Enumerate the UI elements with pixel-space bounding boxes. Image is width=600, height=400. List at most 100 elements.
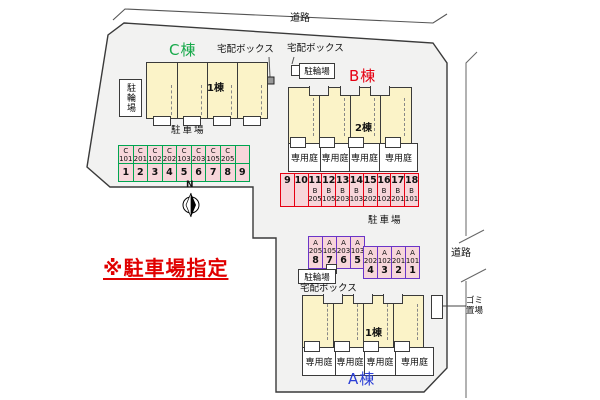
stall-letter: A [355, 238, 360, 247]
entrance-porch [394, 341, 410, 352]
stall-letter: B [395, 187, 401, 195]
stall-unit: 201 [391, 195, 405, 203]
stall-letter: C [152, 146, 158, 155]
unit-divider [350, 88, 351, 144]
stair-icon [231, 85, 232, 115]
stall-number-text: 13 [335, 175, 349, 186]
stair-icon [261, 85, 262, 115]
bike-parking-b-label: 駐輪場 [304, 67, 330, 77]
bike-parking-a-label: 駐輪場 [304, 272, 330, 283]
stall-letter: A [410, 248, 415, 257]
private-garden: 専用庭 [320, 144, 349, 171]
stair-icon [357, 304, 358, 340]
stall-unit: 205 [308, 195, 322, 203]
building-c-title: C棟 [169, 41, 197, 59]
stall-letter: B [326, 187, 332, 195]
stall-letter: C [225, 146, 231, 155]
stall-unit: 102 [377, 195, 391, 203]
stall-number: 3 [147, 164, 162, 181]
private-garden: 専用庭 [290, 154, 318, 164]
trash-area-label: ゴミ 置場 [466, 296, 483, 316]
trash-box [431, 295, 443, 319]
stall-number-text: 6 [195, 166, 202, 178]
entrance-porch [213, 116, 231, 126]
unit-divider [177, 63, 178, 118]
entrance-notch [309, 86, 329, 96]
stall-unit: 103 [349, 195, 363, 203]
bike-parking-c: 駐輪場 [119, 79, 142, 117]
stall-unit: 105 [206, 154, 220, 163]
road-label-right: 道路 [451, 248, 471, 259]
compass-n-label: N [186, 180, 194, 190]
entrance-porch [304, 341, 320, 352]
stall-unit: 105 [322, 246, 336, 255]
stall-letter: A [382, 248, 387, 257]
stall-unit: 105 [322, 195, 336, 203]
stall-letter: C [210, 146, 216, 155]
private-garden: 専用庭 [305, 358, 333, 368]
stall-number-text: 5 [354, 254, 361, 266]
stall-number-text: 15 [363, 175, 377, 186]
stall-letter: A [341, 238, 346, 247]
stall-letter: C [167, 146, 172, 155]
stair-icon [327, 304, 328, 340]
parking-label-b: 駐車場 [368, 215, 403, 226]
stair-icon [171, 85, 172, 115]
stall-unit: 203 [336, 246, 350, 255]
unit-divider [319, 88, 320, 144]
stair-icon [417, 304, 418, 340]
stall-number-text: 3 [151, 166, 159, 178]
building-a-title: A棟 [348, 370, 376, 388]
stall-letter: C [137, 146, 143, 155]
parking-designation-note: ※駐車場指定 [103, 256, 229, 280]
bike-parking-b: 駐輪場 [299, 63, 335, 79]
building-b-title: B棟 [349, 67, 377, 85]
stall-number-text: 9 [284, 175, 291, 186]
stall-unit: 101 [119, 154, 133, 163]
entrance-porch [243, 116, 261, 126]
stall-unit: 203 [335, 195, 349, 203]
stall-unit: 101 [405, 256, 419, 265]
unit-divider [393, 296, 394, 348]
private-garden: 専用庭 [379, 144, 417, 171]
stall-number-text: 14 [349, 175, 363, 186]
stall-number: 6 [190, 164, 206, 181]
stall-number-text: 12 [322, 175, 336, 186]
stair-icon [201, 85, 202, 115]
stall-number: 4 [161, 164, 177, 181]
trash-label-line2: 置場 [466, 306, 484, 316]
building-c-inner-label: 1棟 [207, 83, 224, 94]
stall-number: 2 [132, 164, 148, 181]
stall-number-text: 8 [312, 254, 319, 266]
stall-letter: A [368, 248, 373, 257]
stall-number-text: 1 [409, 264, 416, 276]
stall-number-text: 16 [377, 175, 391, 186]
stall-number-text: 8 [224, 166, 232, 178]
delivery-box-label-c: 宅配ボックス [217, 44, 274, 55]
entrance-notch [370, 86, 390, 96]
entrance-notch [353, 294, 373, 304]
stall-number: 7 [205, 164, 220, 181]
stall-number-text: 4 [166, 166, 173, 178]
stall-number: 8 [219, 164, 235, 181]
road-line-right [458, 51, 487, 398]
stall-number-text: 2 [395, 264, 402, 276]
entrance-porch [363, 341, 379, 352]
unit-divider [207, 63, 208, 118]
stall-unit: 202 [162, 154, 177, 163]
